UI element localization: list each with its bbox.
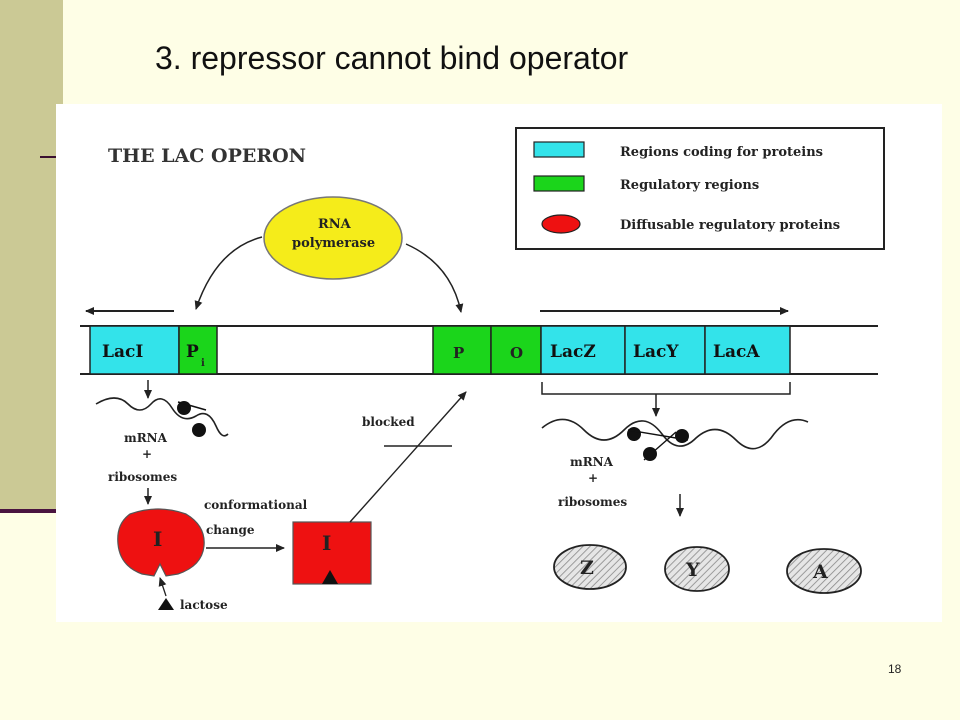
legend-swatch-regulatory: [533, 175, 585, 192]
left-mrna-label: mRNA: [124, 431, 168, 445]
gene-lacy-label: LacY: [633, 342, 679, 362]
blocked-arrow: [349, 391, 467, 523]
polymerase-arrow-right: [405, 243, 464, 313]
sidebar-divider: [0, 509, 90, 513]
left-mrna-strand: [95, 397, 229, 437]
conformational-label: conformational: [204, 498, 308, 512]
gene-promoter: [432, 325, 492, 375]
left-ribosomes-label: ribosomes: [108, 470, 177, 484]
gene-laci-label: LacI: [102, 342, 143, 362]
decorative-rule: [40, 156, 62, 158]
slide-sidebar: [0, 0, 63, 511]
bound-lactose-triangle-icon: [322, 570, 338, 584]
polymerase-label-line2: polymerase: [292, 236, 375, 251]
slide-title: 3. repressor cannot bind operator: [155, 40, 629, 76]
gene-laca: [704, 325, 791, 375]
product-z-icon: [553, 544, 627, 590]
slide-page-number: 18: [888, 662, 902, 676]
gene-pi: [178, 325, 218, 375]
product-a-label: A: [812, 561, 828, 583]
product-y-label: Y: [685, 559, 700, 581]
lactose-triangle-icon: [158, 598, 174, 610]
gene-lacz: [540, 325, 626, 375]
right-ribosome-icon: [627, 427, 689, 461]
left-ribosome-icon: [177, 401, 207, 437]
legend-label-protein: Regions coding for proteins: [620, 145, 823, 160]
lactose-label: lactose: [180, 598, 228, 612]
right-plus-label: +: [588, 471, 598, 485]
gene-promoter-label: P: [453, 344, 464, 362]
legend: Regions coding for proteins Regulatory r…: [515, 127, 885, 250]
gene-operator-label: O: [510, 344, 523, 362]
product-z-label: Z: [580, 557, 594, 579]
right-mrna-label: mRNA: [570, 455, 614, 469]
gene-lacz-label: LacZ: [550, 342, 596, 362]
gene-operator: [490, 325, 542, 375]
gene-laci: [89, 325, 180, 375]
repressor-protein-icon: [117, 508, 205, 577]
left-plus-label: +: [142, 447, 152, 461]
rna-polymerase-ellipse: [263, 196, 403, 280]
right-mrna-strand: [541, 418, 809, 450]
lactose-binding-arrow: [158, 577, 167, 597]
lac-operon-diagram: THE LAC OPERON Regions coding for protei…: [56, 104, 942, 622]
product-a-icon: [786, 548, 862, 594]
legend-swatch-diffusable: [541, 214, 581, 234]
legend-label-regulatory: Regulatory regions: [620, 178, 759, 193]
gene-lacy: [624, 325, 706, 375]
gene-laca-label: LacA: [713, 342, 760, 362]
gene-pi-label: P: [186, 342, 199, 362]
legend-label-diffusable: Diffusable regulatory proteins: [620, 218, 840, 233]
inactive-repressor-label: I: [322, 531, 331, 555]
right-ribosomes-label: ribosomes: [558, 495, 627, 509]
diagram-heading: THE LAC OPERON: [108, 145, 306, 167]
operon-bracket: [541, 382, 791, 395]
product-y-icon: [664, 546, 730, 592]
polymerase-arrow-left: [194, 236, 263, 310]
polymerase-label-line1: RNA: [318, 217, 352, 232]
change-label: change: [206, 523, 255, 537]
blocked-label: blocked: [362, 415, 415, 429]
repressor-label: I: [153, 527, 162, 551]
legend-swatch-protein: [533, 141, 585, 158]
gene-pi-subscript: i: [201, 358, 205, 369]
